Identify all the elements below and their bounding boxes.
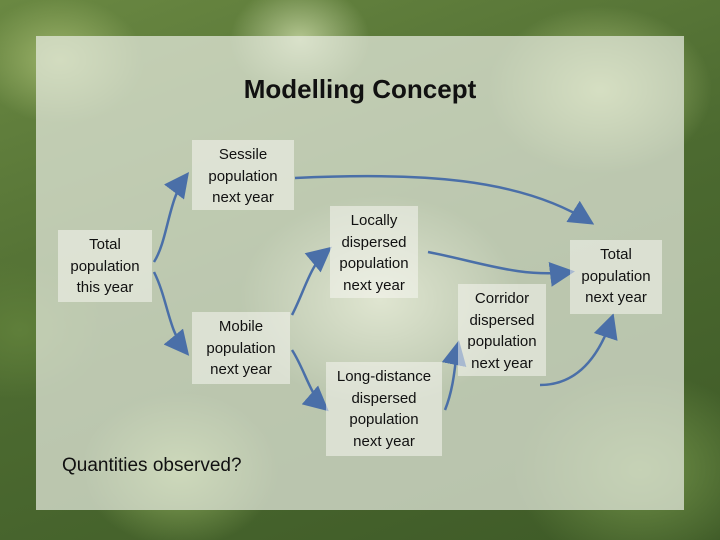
arrow-long-distance-to-corridor <box>441 340 467 411</box>
node-line: next year <box>210 361 272 378</box>
node-corridor-dispersed-population: Corridor dispersed population next year <box>458 284 546 376</box>
node-line: dispersed <box>341 233 407 251</box>
node-line: this year <box>76 279 134 296</box>
node-line: Total <box>600 246 632 263</box>
node-line: population <box>208 167 278 185</box>
node-total-population-next-year: Total population next year <box>570 240 662 314</box>
node-line: Mobile <box>218 318 264 335</box>
node-line: next year <box>343 276 405 294</box>
node-line: population <box>467 333 537 350</box>
arrow-total-to-mobile <box>152 271 190 356</box>
arrow-corridor-to-total-next <box>539 313 618 387</box>
node-line: Total <box>89 236 121 253</box>
node-line: population <box>581 267 651 285</box>
quantities-observed-question: Quantities observed? <box>62 455 242 476</box>
arrow-total-to-sessile <box>152 171 189 263</box>
arrow-mobile-to-long-distance <box>290 349 329 412</box>
node-line: next year <box>353 432 415 450</box>
node-sessile-population: Sessile population next year <box>192 140 294 210</box>
node-line: next year <box>471 354 533 372</box>
node-total-population-this-year: Total population this year <box>58 230 152 302</box>
node-locally-dispersed-population: Locally dispersed population next year <box>330 206 418 298</box>
slide-title: Modelling Concept <box>243 74 477 104</box>
node-line: next year <box>585 289 647 306</box>
arrow-locally-to-total-next <box>427 250 575 287</box>
node-line: Long-distance <box>336 368 432 385</box>
node-mobile-population: Mobile population next year <box>192 312 290 384</box>
node-line: population <box>70 257 140 275</box>
node-long-distance-dispersed-population: Long-distance dispersed population next … <box>326 362 442 456</box>
arrow-sessile-to-total-next <box>294 174 595 225</box>
node-line: population <box>339 255 409 272</box>
node-line: Corridor <box>474 290 530 307</box>
arrow-mobile-to-locally <box>290 246 332 316</box>
node-line: Sessile <box>218 146 268 163</box>
node-line: population <box>206 339 276 357</box>
node-line: dispersed <box>351 389 417 407</box>
node-line: dispersed <box>469 311 535 329</box>
node-line: next year <box>212 189 274 206</box>
node-line: population <box>349 411 419 428</box>
node-line: Locally <box>350 212 398 229</box>
